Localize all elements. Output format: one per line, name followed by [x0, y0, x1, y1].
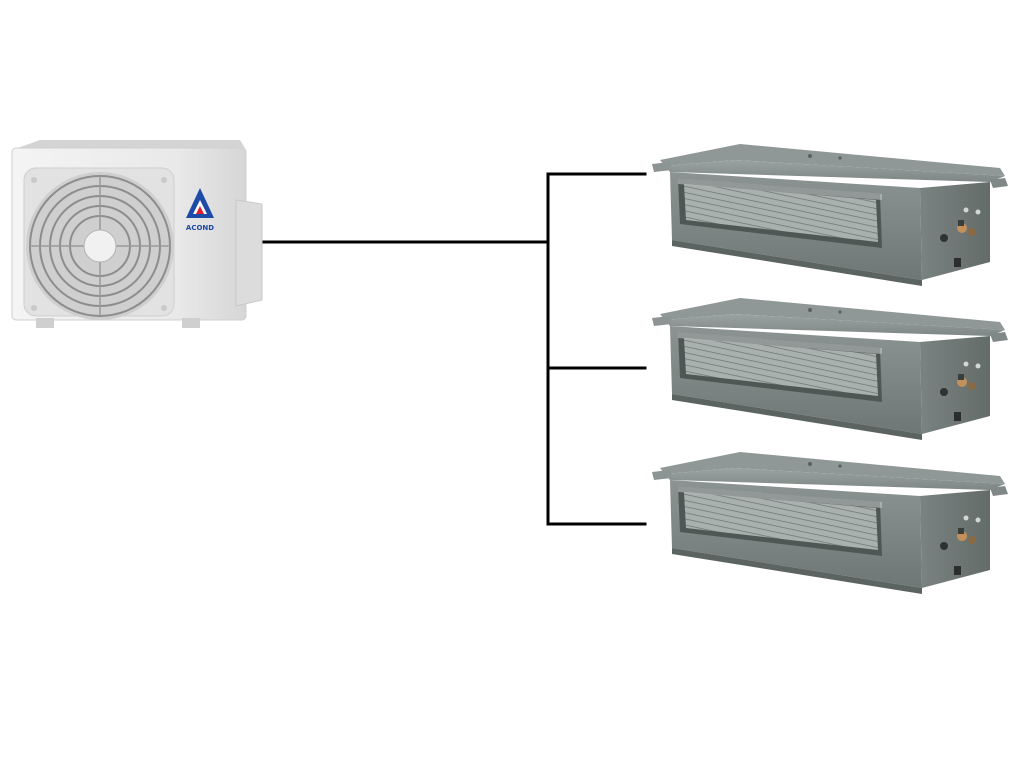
acond-logo-icon: ACOND [186, 188, 214, 232]
indoor-unit-3 [652, 452, 1008, 594]
refrigerant-lines [260, 172, 647, 526]
indoor-unit-1 [652, 144, 1008, 286]
indoor-unit-2 [652, 298, 1008, 440]
brand-label: ACOND [186, 224, 214, 232]
fan-grille-icon [26, 172, 174, 320]
outdoor-unit: ACOND [11, 140, 263, 328]
